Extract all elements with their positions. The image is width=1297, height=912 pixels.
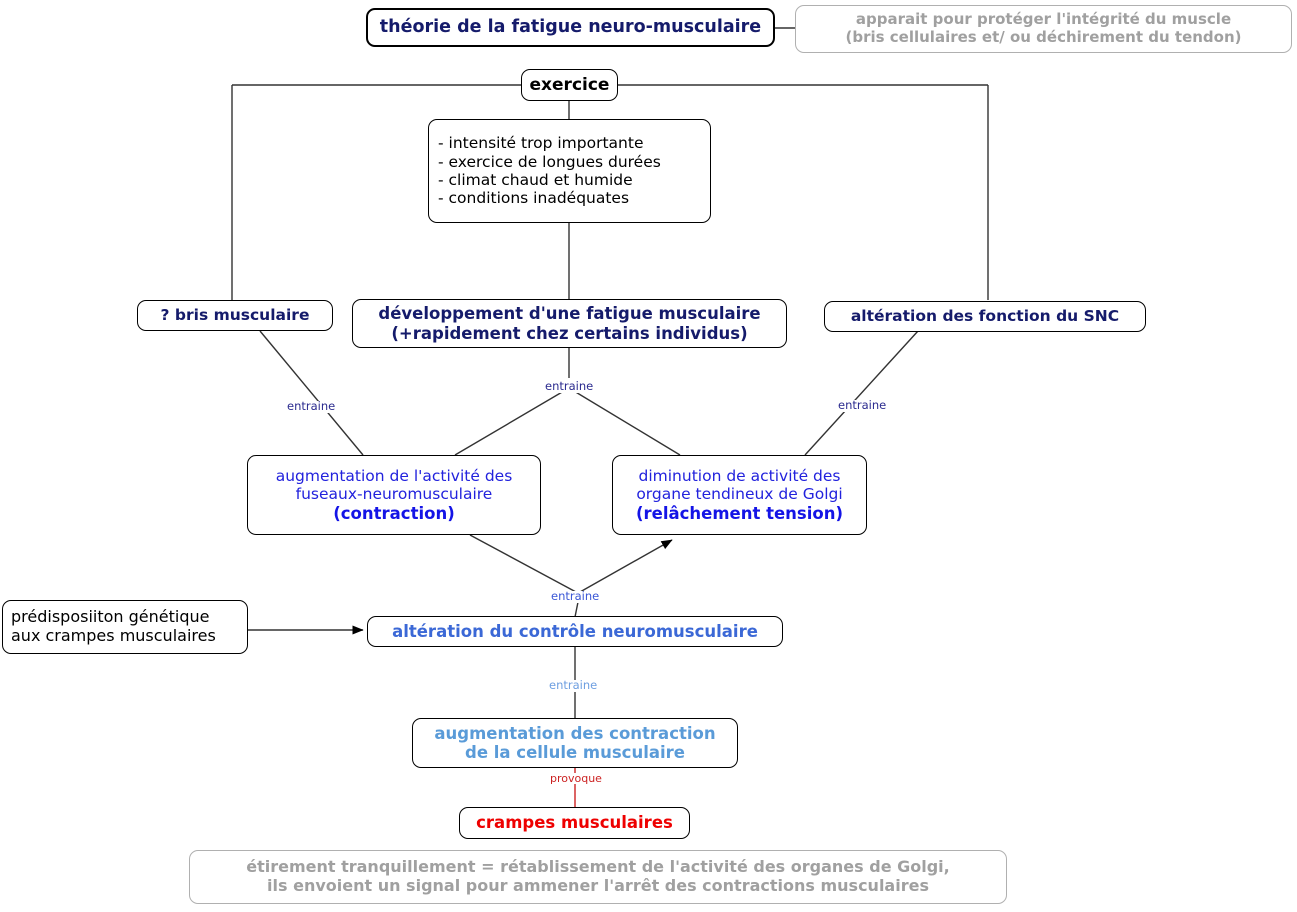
node-theorie-label: théorie de la fatigue neuro-musculaire bbox=[379, 17, 762, 38]
node-augmentation-line2: de la cellule musculaire bbox=[465, 743, 685, 762]
node-apparait-line1: apparait pour protéger l'intégrité du mu… bbox=[855, 10, 1232, 29]
node-fuseaux-line2: fuseaux-neuromusculaire bbox=[295, 485, 493, 504]
edge-fuseaux-junction bbox=[469, 534, 577, 593]
node-conditions-line2: - exercice de longues durées bbox=[438, 152, 661, 171]
node-conditions-line4: - conditions inadéquates bbox=[438, 189, 630, 208]
node-predisposition[interactable]: prédisposiiton génétique aux crampes mus… bbox=[2, 600, 248, 654]
node-conditions-line3: - climat chaud et humide bbox=[438, 171, 633, 189]
node-crampes-label: crampes musculaires bbox=[476, 813, 673, 833]
node-golgi-line3: (relâchement tension) bbox=[635, 503, 844, 523]
node-exercice-label: exercice bbox=[529, 74, 610, 95]
node-bris-label: ? bris musculaire bbox=[160, 306, 310, 325]
node-golgi-line1: diminution de activité des bbox=[638, 466, 841, 485]
edge-label-bris-fuseaux: entraine bbox=[285, 399, 338, 413]
node-etirement-line1: étirement tranquillement = rétablissemen… bbox=[246, 857, 950, 877]
node-predisposition-line2: aux crampes musculaires bbox=[11, 626, 216, 645]
node-fatigue[interactable]: développement d'une fatigue musculaire (… bbox=[352, 299, 787, 348]
node-augmentation-line1: augmentation des contraction bbox=[434, 723, 716, 743]
edge-bris-fuseaux bbox=[259, 330, 364, 456]
edge-junction-alteration bbox=[574, 601, 579, 618]
node-conditions[interactable]: - intensité trop importante - exercice d… bbox=[428, 119, 711, 223]
node-snc[interactable]: altération des fonction du SNC bbox=[824, 301, 1146, 332]
edge-fatigue-fuseaux bbox=[454, 387, 570, 456]
node-fuseaux-line3: (contraction) bbox=[333, 503, 455, 523]
node-golgi-line2: organe tendineux de Golgi bbox=[636, 485, 843, 504]
node-etirement-line2: ils envoient un signal pour ammener l'ar… bbox=[267, 876, 929, 895]
node-augmentation[interactable]: augmentation des contraction de la cellu… bbox=[412, 718, 738, 768]
node-bris[interactable]: ? bris musculaire bbox=[137, 300, 333, 331]
node-alteration[interactable]: altération du contrôle neuromusculaire bbox=[367, 616, 783, 647]
node-snc-label: altération des fonction du SNC bbox=[850, 307, 1120, 326]
node-conditions-line1: - intensité trop importante bbox=[438, 134, 644, 153]
node-apparait[interactable]: apparait pour protéger l'intégrité du mu… bbox=[795, 5, 1292, 53]
edge-fatigue-golgi bbox=[568, 387, 681, 456]
node-predisposition-line1: prédisposiiton génétique bbox=[11, 607, 210, 627]
edge-label-to-crampes: provoque bbox=[548, 772, 604, 785]
node-fuseaux-line1: augmentation de l'activité des bbox=[275, 466, 513, 485]
node-fatigue-line1: développement d'une fatigue musculaire bbox=[378, 304, 761, 324]
node-golgi[interactable]: diminution de activité des organe tendin… bbox=[612, 455, 867, 535]
edge-label-to-augmentation: entraine bbox=[547, 678, 600, 692]
node-apparait-line2: (bris cellulaires et/ ou déchirement du … bbox=[845, 28, 1242, 46]
node-exercice[interactable]: exercice bbox=[521, 69, 618, 101]
node-theorie[interactable]: théorie de la fatigue neuro-musculaire bbox=[366, 8, 777, 49]
node-fuseaux[interactable]: augmentation de l'activité des fuseaux-n… bbox=[247, 455, 541, 535]
node-etirement[interactable]: étirement tranquillement = rétablissemen… bbox=[189, 850, 1007, 904]
node-alteration-label: altération du contrôle neuromusculaire bbox=[392, 621, 758, 641]
edge-label-snc-golgi: entraine bbox=[836, 398, 889, 412]
edge-label-fatigue-split: entraine bbox=[543, 379, 596, 393]
node-fatigue-line2: (+rapidement chez certains individus) bbox=[391, 323, 748, 343]
edge-label-to-alteration: entraine bbox=[549, 589, 602, 603]
edge-snc-golgi bbox=[804, 330, 919, 456]
edge-junction-golgi bbox=[579, 539, 673, 593]
node-crampes[interactable]: crampes musculaires bbox=[459, 807, 690, 839]
